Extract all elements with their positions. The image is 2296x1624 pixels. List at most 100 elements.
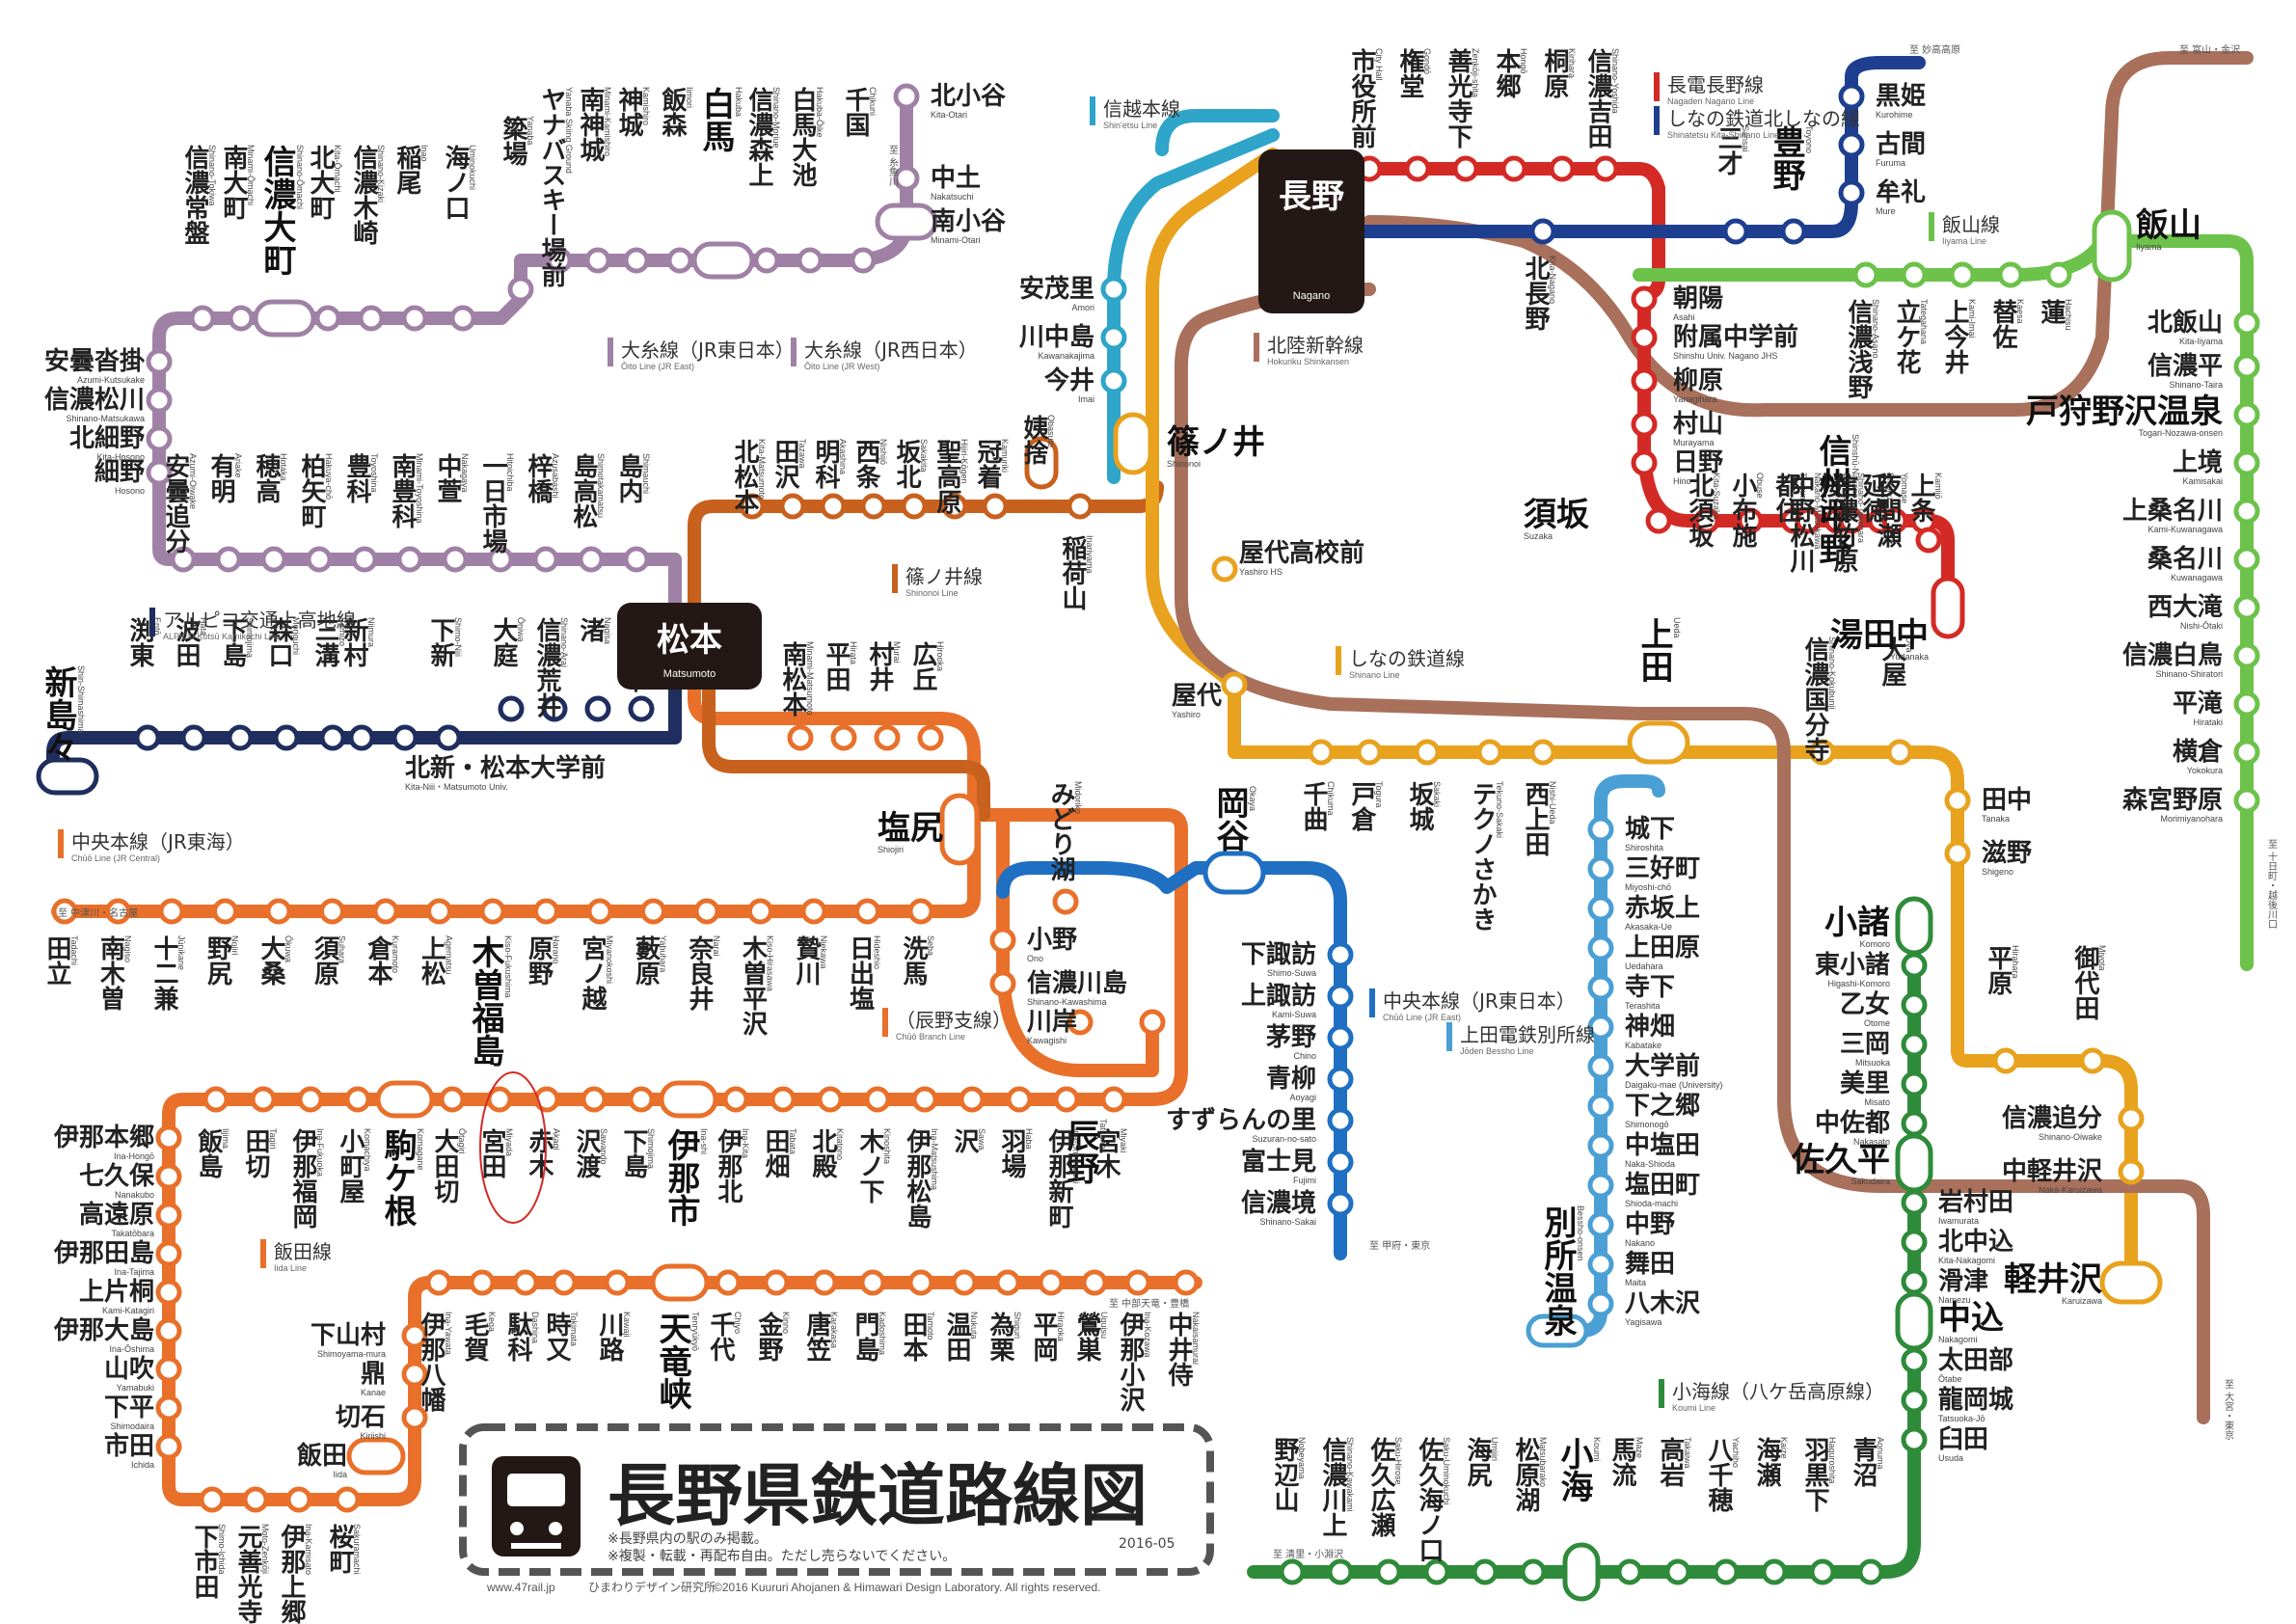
station-shinano-3[interactable] xyxy=(1356,739,1383,766)
station-koumi-12[interactable] xyxy=(1901,1387,1928,1414)
station-chuo-west-11[interactable] xyxy=(319,898,345,925)
station-oito-1[interactable] xyxy=(578,546,605,573)
station-iida-0[interactable] xyxy=(1100,1086,1127,1113)
station-koumi-3[interactable] xyxy=(1901,1031,1928,1058)
station-oito-5[interactable] xyxy=(396,546,423,573)
station-koumi-2[interactable] xyxy=(1901,991,1928,1018)
station-chuo-west-8[interactable] xyxy=(479,898,506,925)
station-kitashinano-4[interactable] xyxy=(1838,131,1865,158)
station-alpico-4[interactable] xyxy=(435,724,462,751)
station-inariyama[interactable] xyxy=(1067,493,1094,520)
station-koumi-25[interactable] xyxy=(1327,1558,1354,1585)
station-nagaden-19[interactable] xyxy=(1838,507,1865,534)
station-koumi-26[interactable] xyxy=(1279,1558,1306,1585)
station-koumi-10[interactable] xyxy=(1895,1291,1933,1351)
station-oito-33[interactable] xyxy=(893,83,920,110)
station-kitashinano-5[interactable] xyxy=(1838,83,1865,110)
station-nagaden-22[interactable] xyxy=(1931,576,1965,639)
station-iida-31[interactable] xyxy=(285,1486,312,1513)
station-nagaden-18[interactable] xyxy=(1795,507,1822,534)
station-alpico-9[interactable] xyxy=(227,724,254,751)
station-nagaden-9[interactable] xyxy=(1631,411,1658,438)
station-nagaden-5[interactable] xyxy=(1592,155,1619,182)
station-shinano-8[interactable] xyxy=(1809,739,1836,766)
station-shinetsu-2[interactable] xyxy=(1100,367,1127,394)
station-branch-3[interactable] xyxy=(1067,1009,1094,1036)
station-iiyama-1[interactable] xyxy=(1901,261,1928,288)
station-koumi-16[interactable] xyxy=(1761,1558,1788,1585)
station-iiyama-9[interactable] xyxy=(2233,449,2260,476)
station-nagaden-7[interactable] xyxy=(1631,324,1658,351)
station-shinano-7[interactable] xyxy=(1627,720,1690,765)
station-koumi-22[interactable] xyxy=(1472,1558,1499,1585)
station-oito-25[interactable] xyxy=(623,247,650,274)
station-iida-6[interactable] xyxy=(817,1086,844,1113)
station-ueda-dentetsu-11[interactable] xyxy=(1587,1251,1614,1278)
station-shinano-11[interactable] xyxy=(1944,840,1971,867)
station-shinano-12[interactable] xyxy=(1992,1047,2019,1074)
station-alpico-8[interactable] xyxy=(273,724,300,751)
station-ueda-dentetsu-2[interactable] xyxy=(1587,895,1614,922)
station-iida-41[interactable] xyxy=(604,1269,631,1296)
station-oito-7[interactable] xyxy=(306,546,333,573)
station-chuo-west-5[interactable] xyxy=(640,898,666,925)
station-koumi-20[interactable] xyxy=(1562,1542,1601,1602)
station-iida-13[interactable] xyxy=(486,1086,513,1113)
station-kitashinano-0[interactable] xyxy=(1529,218,1556,245)
station-iida-26[interactable] xyxy=(155,1356,182,1383)
station-iida-16[interactable] xyxy=(344,1086,371,1113)
station-branch-2[interactable] xyxy=(989,970,1016,997)
station-iida-4[interactable] xyxy=(911,1086,938,1113)
station-iida-24[interactable] xyxy=(155,1279,182,1306)
station-koumi-24[interactable] xyxy=(1375,1558,1402,1585)
station-iida-30[interactable] xyxy=(242,1486,269,1513)
station-chuo-trunk-3[interactable] xyxy=(787,724,814,751)
station-branch-4[interactable] xyxy=(1139,1009,1166,1036)
station-iida-17[interactable] xyxy=(297,1086,324,1113)
station-iida-21[interactable] xyxy=(155,1163,182,1190)
station-oito-28[interactable] xyxy=(753,247,780,274)
station-iida-2[interactable] xyxy=(1006,1086,1033,1113)
station-nagaden-1[interactable] xyxy=(1404,155,1431,182)
station-iida-50[interactable] xyxy=(1038,1269,1065,1296)
station-kitashinano-2[interactable] xyxy=(1780,218,1807,245)
station-chuo-west-6[interactable] xyxy=(586,898,613,925)
station-nagaden-2[interactable] xyxy=(1452,155,1479,182)
station-iiyama-15[interactable] xyxy=(2233,739,2260,766)
station-chuo-trunk-1[interactable] xyxy=(874,724,901,751)
station-shinano-1[interactable] xyxy=(1221,671,1248,698)
station-oito-20[interactable] xyxy=(401,305,428,332)
station-koumi-23[interactable] xyxy=(1423,1558,1450,1585)
station-koumi-13[interactable] xyxy=(1901,1426,1928,1453)
station-oito-27[interactable] xyxy=(691,241,755,280)
station-shinonoi-1[interactable] xyxy=(779,493,806,520)
station-iida-34[interactable] xyxy=(401,1404,428,1431)
station-iida-39[interactable] xyxy=(512,1269,539,1296)
station-chuo-west-1[interactable] xyxy=(854,898,880,925)
station-koumi-18[interactable] xyxy=(1664,1558,1691,1585)
station-chuo-east-4[interactable] xyxy=(1327,1107,1354,1134)
station-iida-53[interactable] xyxy=(1173,1269,1200,1296)
station-koumi-15[interactable] xyxy=(1809,1558,1836,1585)
station-shinonoi-0[interactable] xyxy=(739,493,766,520)
station-oito-6[interactable] xyxy=(351,546,378,573)
station-iida-40[interactable] xyxy=(551,1269,578,1296)
station-iida-14[interactable] xyxy=(439,1086,466,1113)
station-iida-51[interactable] xyxy=(1081,1269,1108,1296)
station-oito-12[interactable] xyxy=(146,425,173,452)
station-oito-26[interactable] xyxy=(666,247,693,274)
station-alpico-2[interactable] xyxy=(541,695,568,722)
station-iida-25[interactable] xyxy=(155,1317,182,1344)
station-iida-10[interactable] xyxy=(628,1086,655,1113)
station-chuo-west-12[interactable] xyxy=(265,898,292,925)
station-branch-1[interactable] xyxy=(989,927,1016,954)
station-shinano-6[interactable] xyxy=(1529,739,1556,766)
station-koumi-11[interactable] xyxy=(1901,1347,1928,1374)
station-koumi-8[interactable] xyxy=(1901,1229,1928,1256)
station-oito-21[interactable] xyxy=(449,305,476,332)
station-iida-12[interactable] xyxy=(533,1086,560,1113)
station-shinetsu-0[interactable] xyxy=(1100,276,1127,303)
station-shinano-14[interactable] xyxy=(2118,1105,2145,1132)
station-iida-46[interactable] xyxy=(859,1269,886,1296)
station-oito-15[interactable] xyxy=(189,305,216,332)
